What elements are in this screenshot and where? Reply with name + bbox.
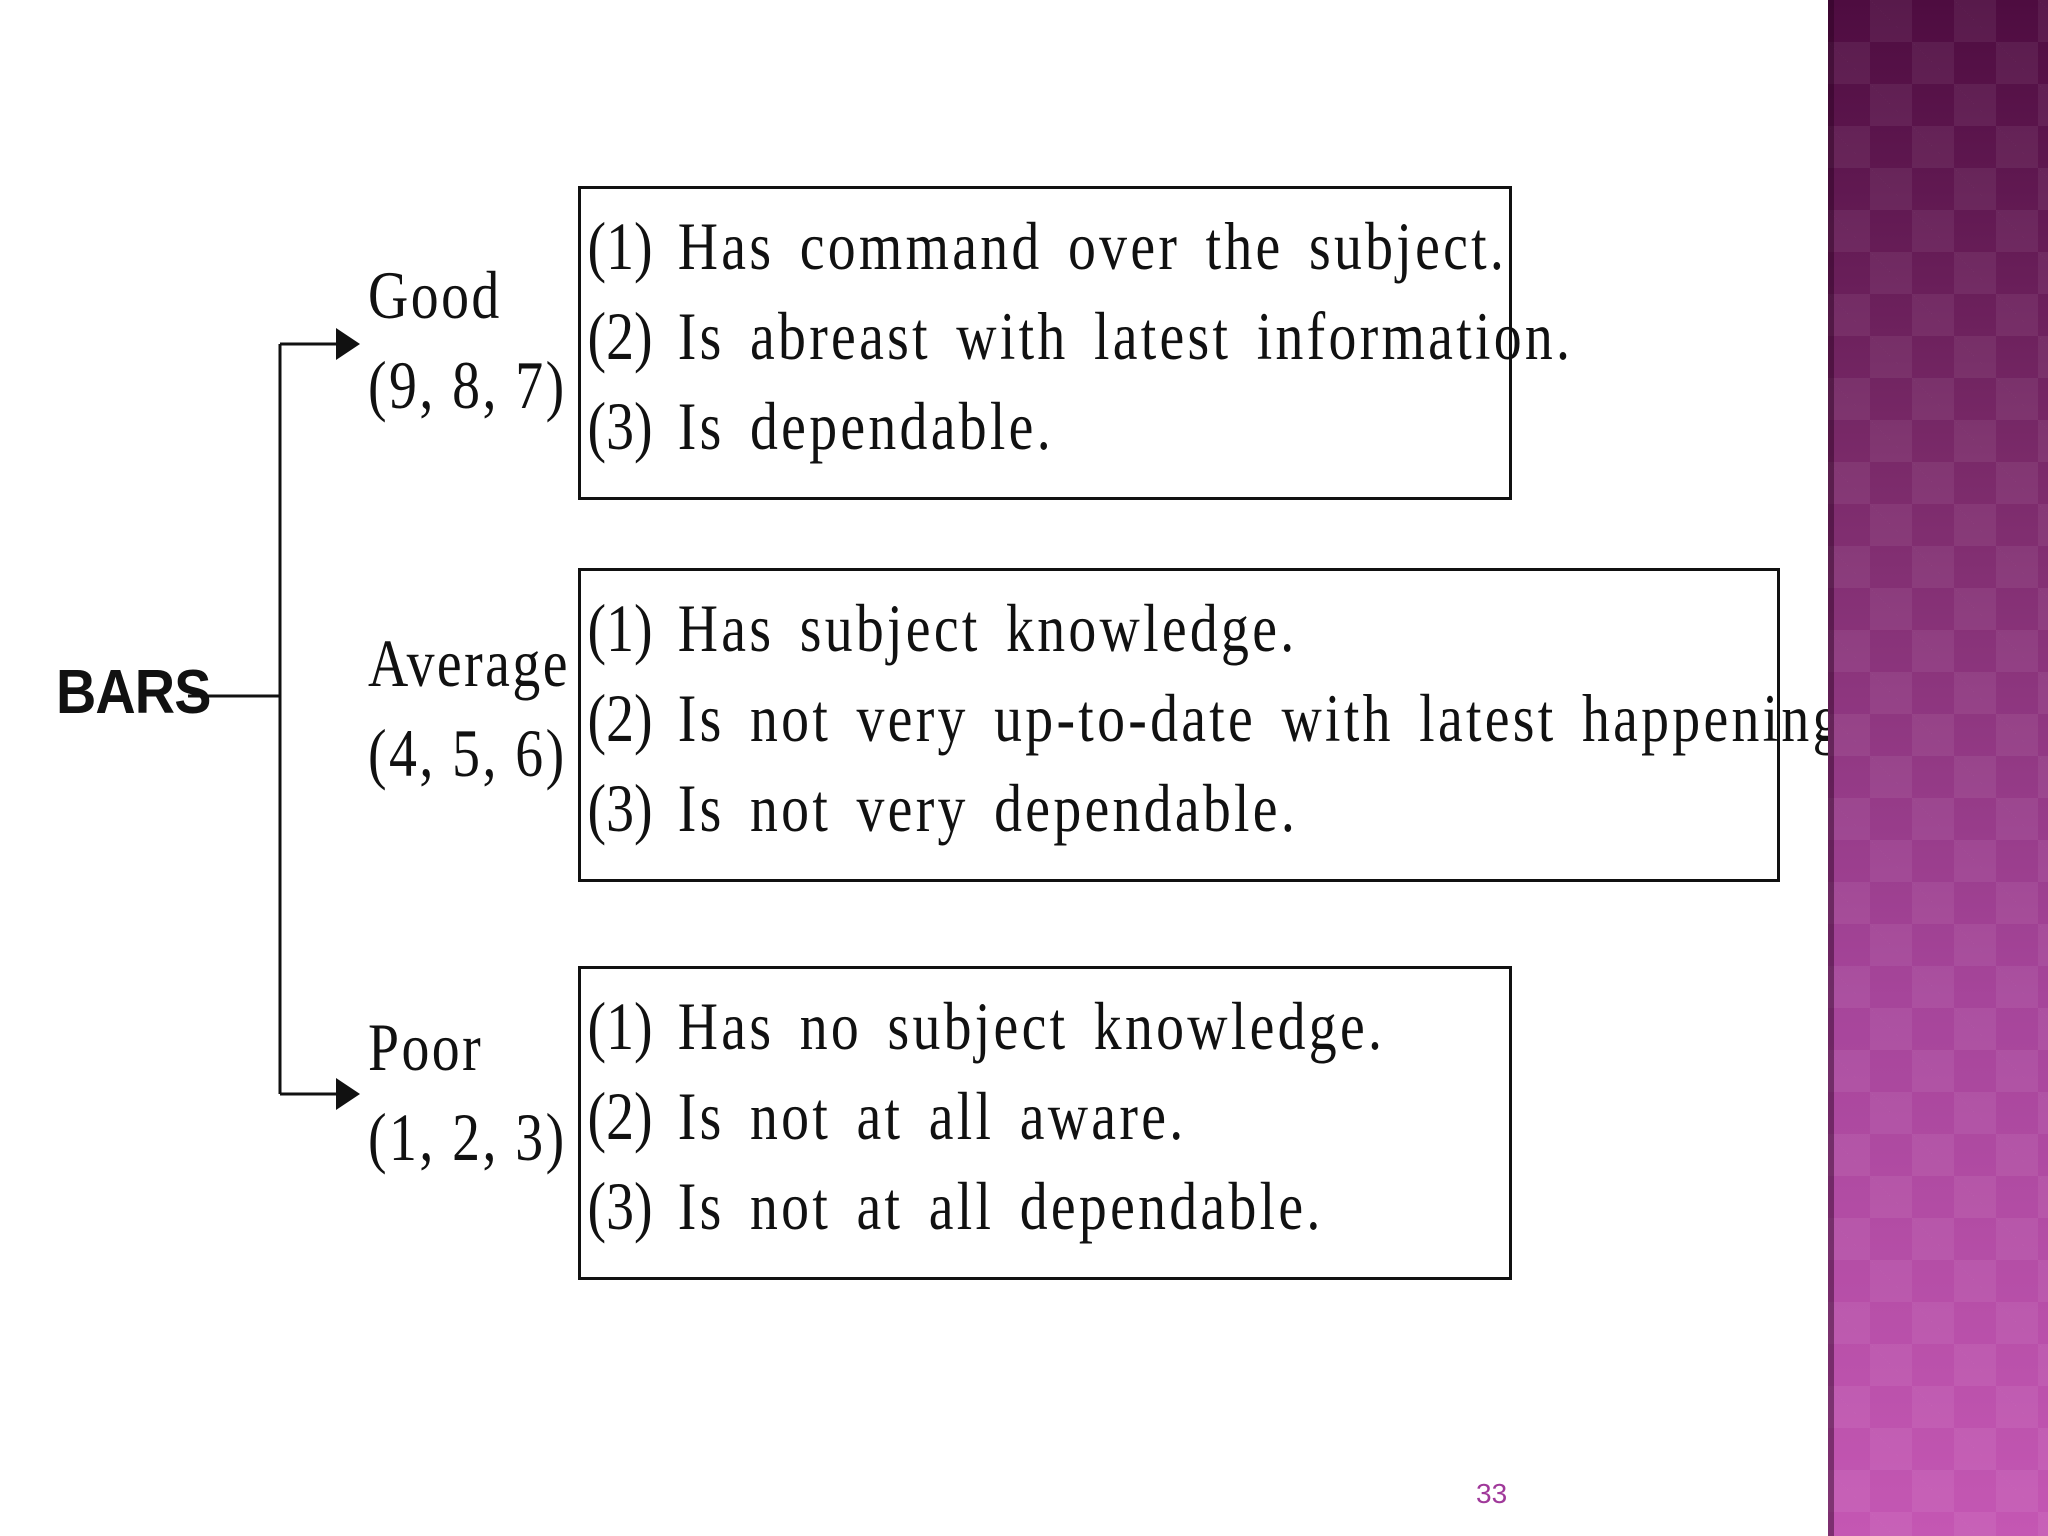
descriptor-number: (1) (587, 590, 653, 666)
category-scores: (1, 2, 3) (368, 1099, 567, 1175)
descriptor-text: Is abreast with latest information. (677, 298, 1574, 374)
side-band-edge (1828, 0, 1834, 1536)
descriptor-number: (2) (587, 1078, 653, 1154)
descriptor-text: Is not very up-to-date with latest happe… (677, 680, 1886, 756)
descriptor-line: (1) Has subject knowledge. (581, 583, 1562, 673)
descriptor-text: Has no subject knowledge. (677, 988, 1386, 1064)
descriptor-text: Has command over the subject. (677, 208, 1508, 284)
decorative-side-band (1828, 0, 2048, 1536)
category-average-label: Average (4, 5, 6) (368, 618, 570, 798)
category-poor-descriptors: (1)Has no subject knowledge. (2)Is not a… (578, 966, 1512, 1280)
descriptor-line: (2) Is not at all aware. (581, 1071, 1342, 1161)
poor-arrow-icon (336, 1078, 360, 1110)
descriptor-number: (3) (587, 1168, 653, 1244)
side-band-pattern (1828, 0, 2048, 1536)
descriptor-number: (3) (587, 770, 653, 846)
category-name: Poor (368, 1009, 484, 1085)
descriptor-number: (2) (587, 298, 653, 374)
descriptor-number: (2) (587, 680, 653, 756)
descriptor-line: (2)Is abreast with latest information. (581, 291, 1570, 381)
category-scores: (4, 5, 6) (368, 715, 567, 791)
descriptor-line: (1)Has command over the subject. (581, 201, 1504, 291)
category-scores: (9, 8, 7) (368, 347, 567, 423)
descriptor-text: Is not at all aware. (677, 1078, 1187, 1154)
category-name: Good (368, 257, 502, 333)
page-number: 33 (1476, 1478, 1508, 1509)
good-arrow-icon (336, 328, 360, 360)
descriptor-text: Has subject knowledge. (677, 590, 1298, 666)
descriptor-text: Is not very dependable. (677, 770, 1299, 846)
descriptor-number: (1) (587, 988, 653, 1064)
category-name: Average (368, 625, 570, 701)
descriptor-number: (1) (587, 208, 653, 284)
category-good-label: Good (9, 8, 7) (368, 250, 567, 430)
category-average-descriptors: (1) Has subject knowledge. (2) Is not very… (578, 568, 1883, 882)
descriptor-line: (3) Is not very dependable. (581, 763, 1562, 853)
descriptor-line: (3) Is not at all dependable. (581, 1161, 1342, 1251)
category-good-descriptors: (1)Has command over the subject. (2)Is a… (578, 186, 1570, 500)
descriptor-number: (3) (587, 388, 653, 464)
descriptor-line: (1)Has no subject knowledge. (581, 981, 1382, 1071)
root-label: BARS (56, 658, 211, 727)
category-poor-label: Poor (1, 2, 3) (368, 1002, 567, 1182)
descriptor-text: Is not at all dependable. (677, 1168, 1324, 1244)
descriptor-line: (2) Is not very up-to-date with latest ha… (581, 673, 1883, 763)
descriptor-line: (3) Is dependable. (581, 381, 1342, 471)
descriptor-text: Is dependable. (677, 388, 1054, 464)
